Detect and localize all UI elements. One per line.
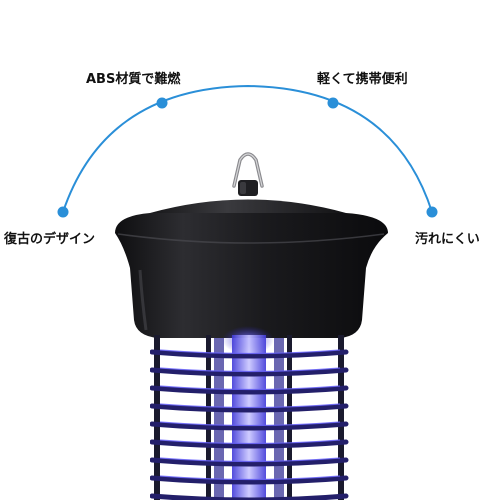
electric-grid-cage [150,335,349,500]
feature-dot-icon [156,97,168,109]
lamp-cap [115,213,388,338]
feature-label-dirt-resistant: 汚れにくい [415,232,480,247]
feature-arc [62,84,433,213]
feature-label-retro-design: 復古のデザイン [4,232,96,247]
hanging-hook [232,152,264,196]
feature-label-flame-retardant: ABS材質で難燃 [86,72,181,87]
feature-dot-icon [57,206,69,218]
feature-label-portable: 軽くて携帯便利 [317,72,408,87]
feature-dot-icon [426,206,438,218]
feature-dot-icon [327,97,339,109]
